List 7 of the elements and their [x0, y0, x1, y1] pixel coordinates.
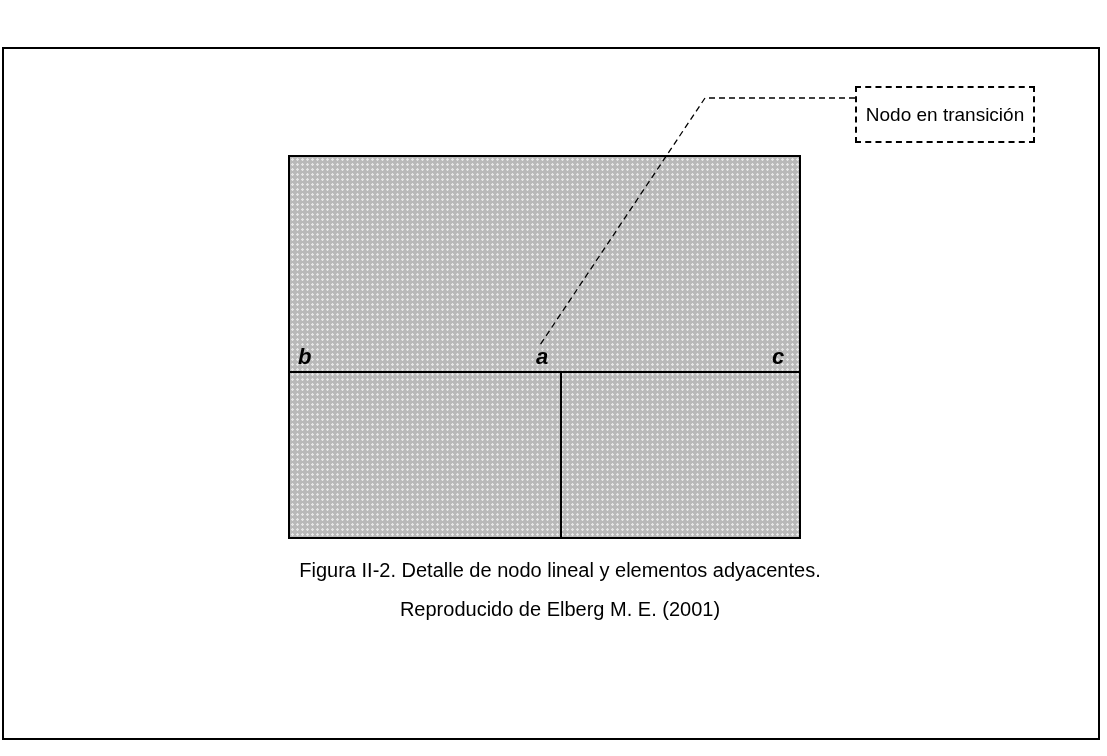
source-note: Reproducido de Elberg M. E. (2001) [398, 597, 722, 622]
callout-box: Nodo en transición [855, 86, 1035, 143]
point-label: b [298, 343, 313, 371]
leader-line [539, 97, 856, 346]
figure-caption: Figura II-2. Detalle de nodo lineal y elementos adyacentes. [298, 558, 822, 583]
point-label: a [536, 343, 560, 371]
point-label: c [772, 343, 786, 371]
